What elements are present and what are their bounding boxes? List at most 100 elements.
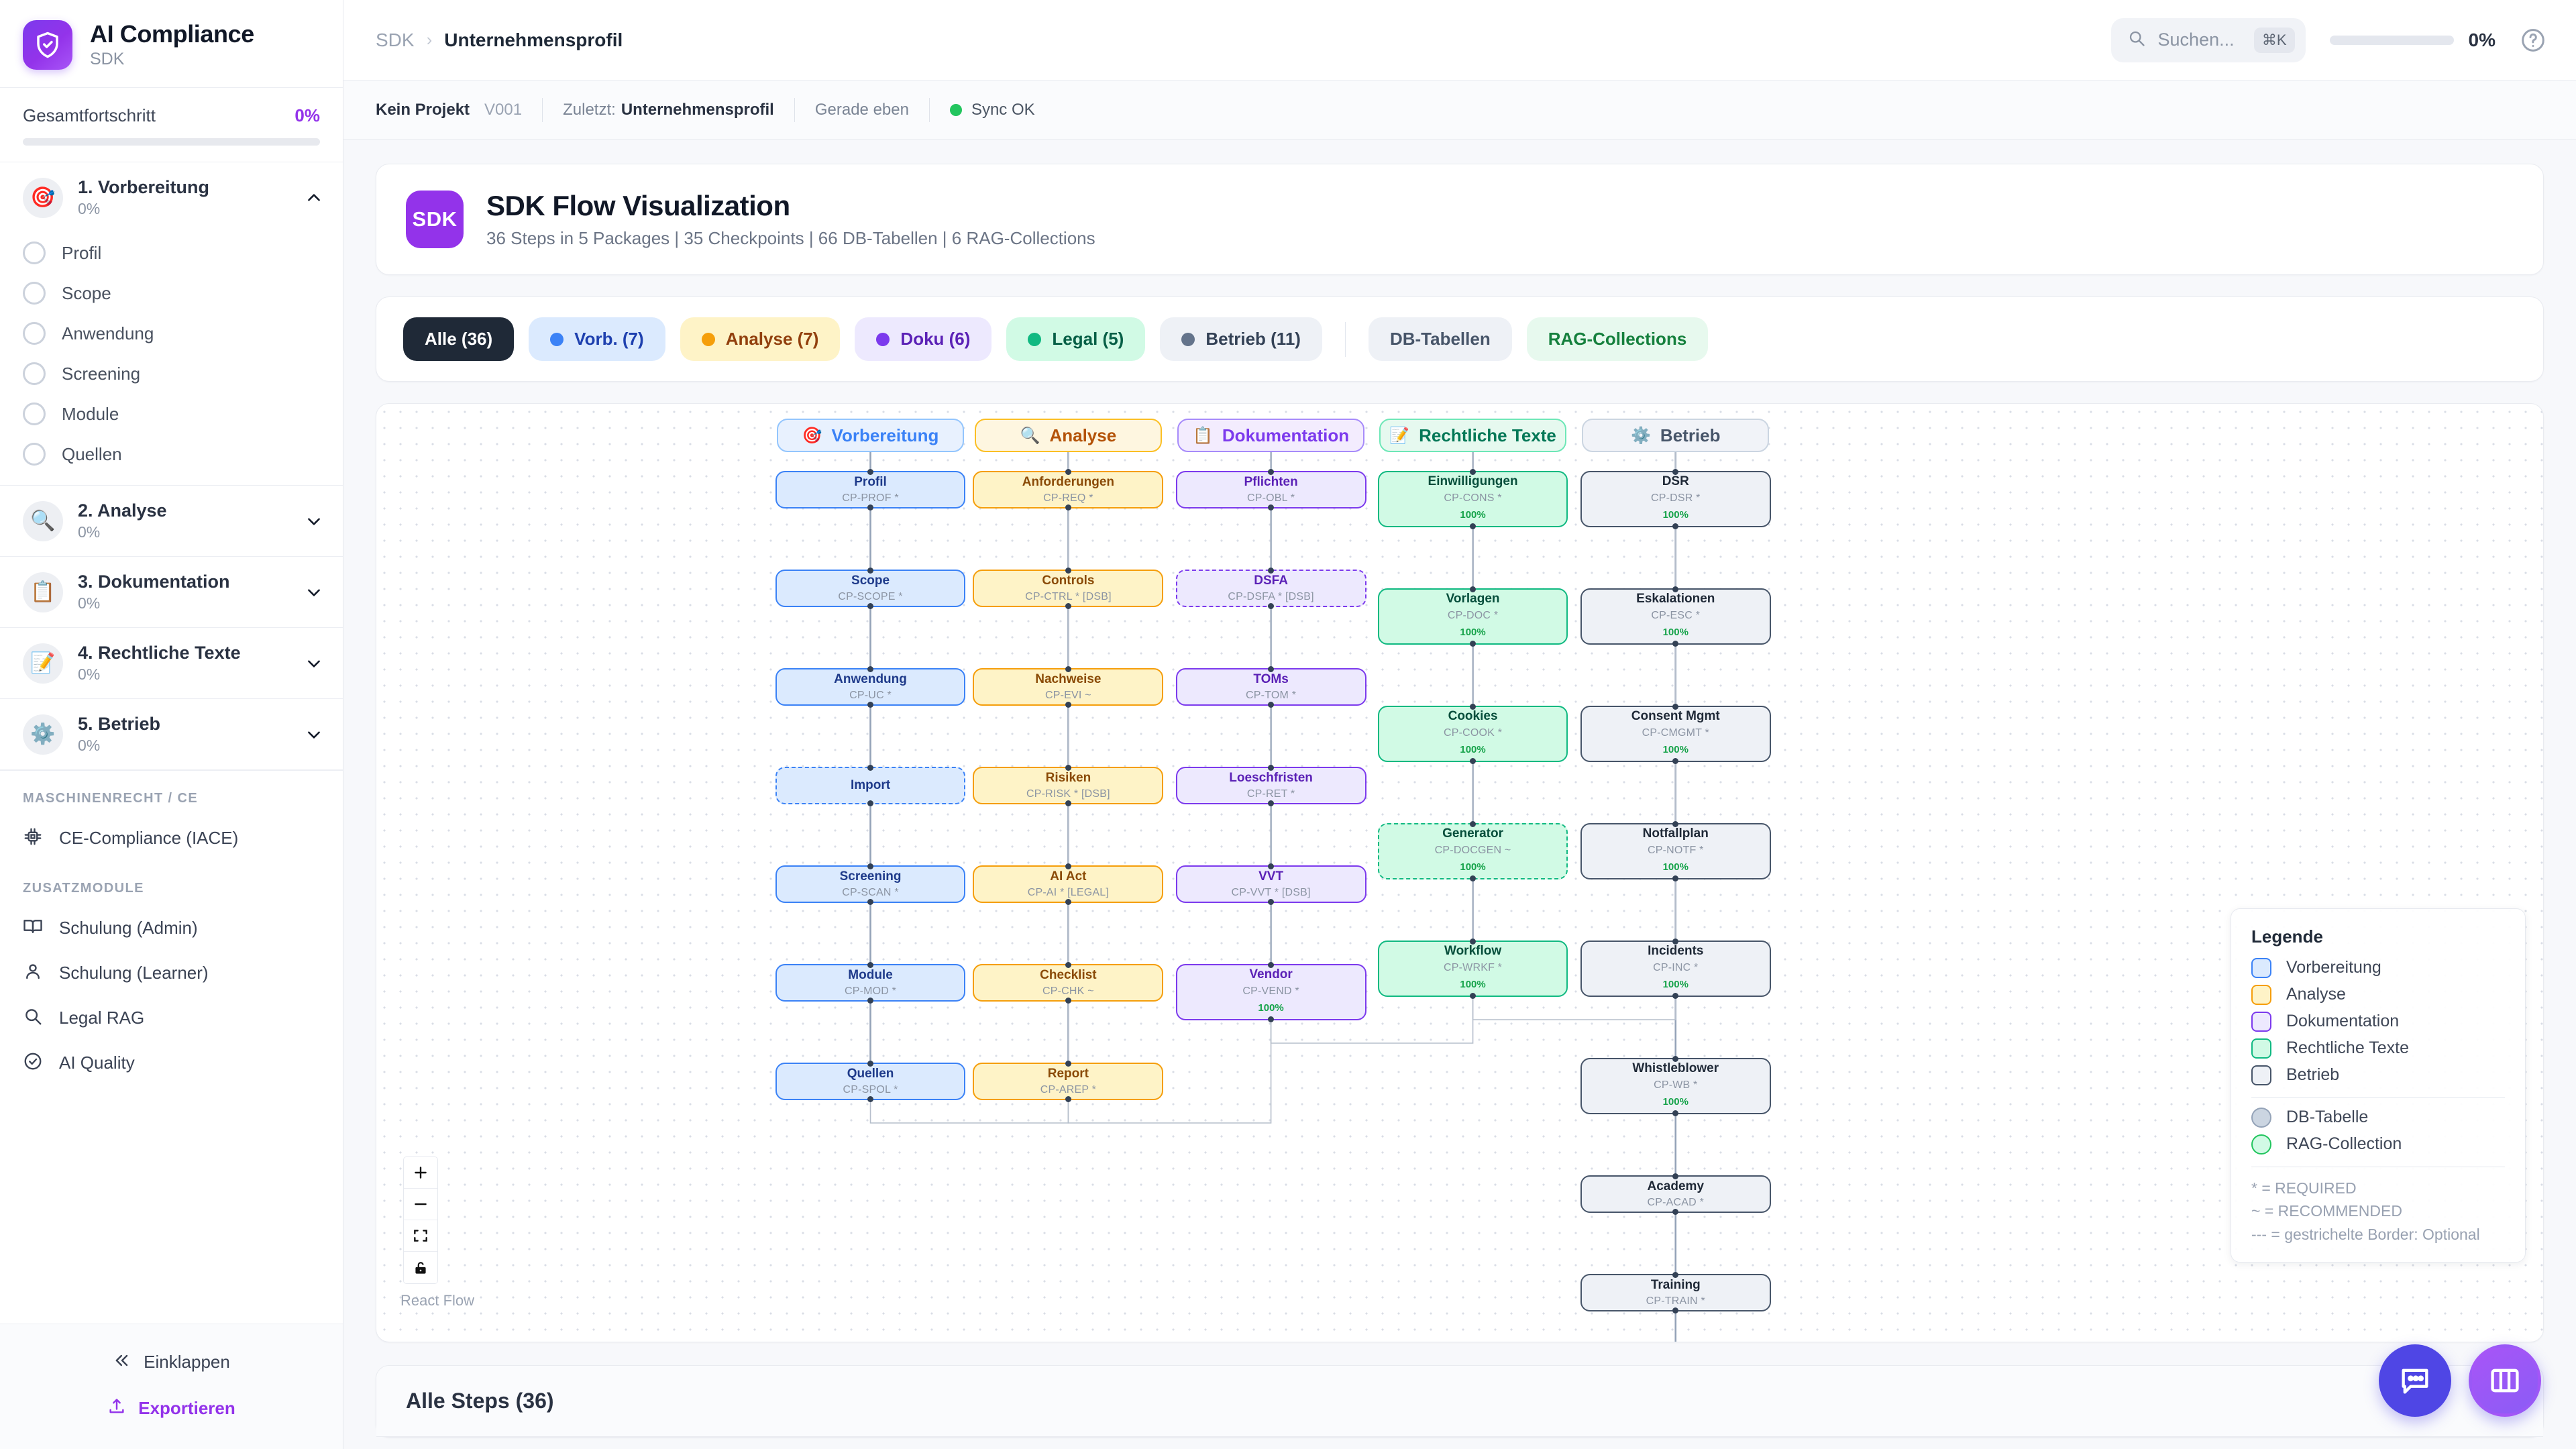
filter-pill-label: Betrieb (11): [1205, 329, 1301, 349]
section-title-machine: MASCHINENRECHT / CE: [23, 791, 199, 806]
filter-pill-analyse-7[interactable]: Analyse (7): [680, 317, 841, 361]
sidebar-item-module[interactable]: Module: [0, 394, 343, 434]
filter-pill-alle-36[interactable]: Alle (36): [403, 317, 515, 361]
collapse-sidebar-button[interactable]: Einklappen: [0, 1339, 343, 1385]
step-status-radio[interactable]: [23, 362, 46, 386]
flow-controls[interactable]: [403, 1157, 438, 1284]
fit-view-button[interactable]: [404, 1220, 437, 1252]
node-code: CP-TOM *: [1246, 690, 1297, 702]
chevron-down-icon[interactable]: [305, 513, 323, 530]
step-status-radio[interactable]: [23, 443, 46, 466]
panel-fab[interactable]: [2469, 1344, 2541, 1417]
flow-node-import[interactable]: Import: [775, 765, 966, 806]
chevron-down-icon[interactable]: [305, 584, 323, 601]
zoom-in-button[interactable]: [404, 1157, 437, 1189]
chevron-down-icon[interactable]: [305, 655, 323, 672]
node-code: CP-REQ *: [1043, 492, 1093, 504]
filter-pill-legal-5[interactable]: Legal (5): [1006, 317, 1146, 361]
sidebar-brand[interactable]: AI Compliance SDK: [0, 0, 343, 88]
filter-pill-betrieb-11[interactable]: Betrieb (11): [1160, 317, 1322, 361]
search-input[interactable]: Suchen... ⌘K: [2110, 17, 2306, 62]
export-button[interactable]: Exportieren: [0, 1385, 343, 1432]
zoom-out-button[interactable]: [404, 1189, 437, 1220]
sidebar-item-anwendung[interactable]: Anwendung: [0, 313, 343, 354]
node-title: Nachweise: [1035, 672, 1102, 686]
step-status-radio[interactable]: [23, 402, 46, 426]
step-status-radio[interactable]: [23, 282, 46, 305]
chevron-up-icon[interactable]: [305, 189, 323, 207]
filter-pill-doku-6[interactable]: Doku (6): [855, 317, 992, 361]
sidebar-item-ai-quality[interactable]: AI Quality: [0, 1040, 343, 1085]
sidebar-item-schulung-learner[interactable]: Schulung (Learner): [0, 951, 343, 996]
node-handle-top: [1470, 586, 1477, 592]
breadcrumb-root[interactable]: SDK: [376, 29, 415, 50]
node-handle-top: [867, 863, 874, 869]
lock-button[interactable]: [404, 1252, 437, 1283]
filter-pill-rag-collections[interactable]: RAG-Collections: [1526, 317, 1709, 361]
node-handle-bottom: [1268, 504, 1275, 511]
legend-swatch: [2251, 1065, 2271, 1085]
group-emoji-icon: ⚙️: [1631, 426, 1651, 445]
sidebar-item-profil[interactable]: Profil: [0, 233, 343, 273]
group-label: Dokumentation: [1222, 425, 1350, 445]
step-status-radio[interactable]: [23, 241, 46, 265]
sidebar-item-ce-compliance[interactable]: CE-Compliance (IACE): [0, 816, 343, 861]
phase-progress: 0%: [78, 737, 101, 755]
filter-dot-icon: [550, 332, 564, 346]
chat-fab[interactable]: [2379, 1344, 2451, 1417]
sidebar-item-screening[interactable]: Screening: [0, 354, 343, 394]
sidebar-item-schulung-admin[interactable]: Schulung (Admin): [0, 906, 343, 951]
sidebar-item-legal-rag[interactable]: Legal RAG: [0, 996, 343, 1040]
question-circle-icon[interactable]: [2520, 27, 2546, 54]
filter-pill-vorb-7[interactable]: Vorb. (7): [529, 317, 665, 361]
flow-canvas-container[interactable]: 🎯Vorbereitung🔍Analyse📋Dokumentation📝Rech…: [376, 403, 2544, 1342]
step-status-radio[interactable]: [23, 322, 46, 345]
node-handle-top: [1065, 469, 1071, 475]
steps-section-title: Alle Steps (36): [406, 1389, 554, 1413]
chevron-down-icon[interactable]: [305, 726, 323, 743]
sidebar-item-scope[interactable]: Scope: [0, 273, 343, 313]
sidebar-item-quellen[interactable]: Quellen: [0, 434, 343, 474]
phase-emoji-icon: 🔍: [23, 500, 63, 541]
filter-pill-db-tabellen[interactable]: DB-Tabellen: [1368, 317, 1512, 361]
node-code: CP-RET *: [1246, 788, 1295, 800]
